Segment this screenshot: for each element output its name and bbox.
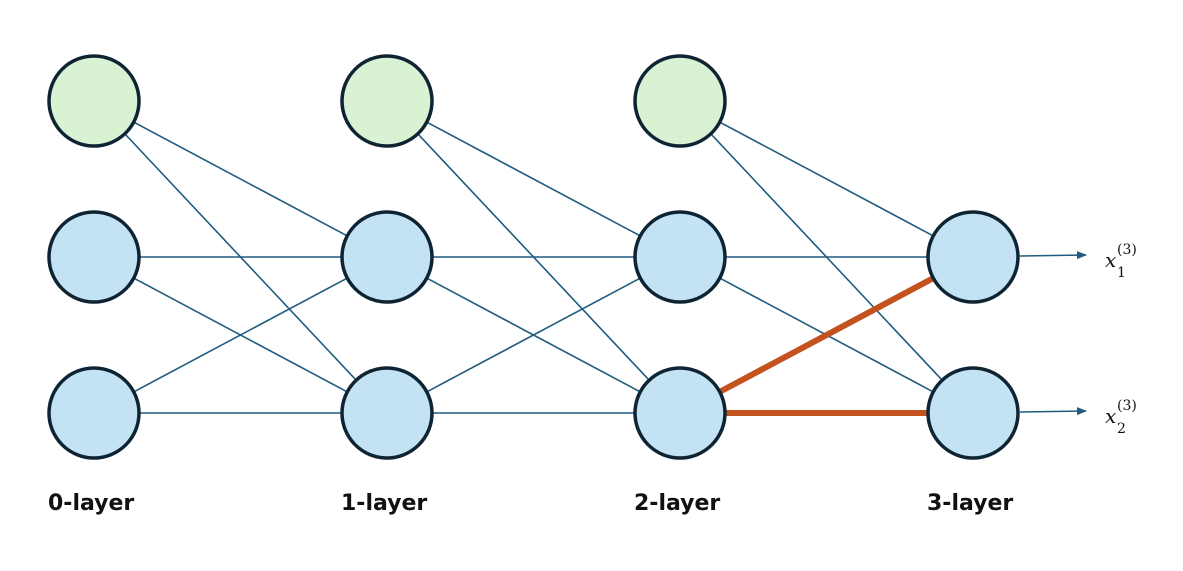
edge-1-0-to-2-1	[426, 121, 641, 237]
output-var: x	[1105, 248, 1116, 272]
neuron-node-3-1	[926, 366, 1020, 460]
output-var: x	[1105, 404, 1116, 428]
edge-0-2-to-1-1	[133, 277, 348, 393]
output-superscript: (3)	[1117, 398, 1137, 414]
output-arrow-2	[1019, 407, 1087, 416]
neuron-node-2-1	[633, 210, 727, 304]
highlighted-edge-2-2-to-3-0	[716, 275, 937, 395]
network-nodes	[47, 54, 1020, 460]
output-subscript: 1	[1117, 265, 1126, 281]
output-label-1: x1 (3)	[1105, 242, 1137, 281]
output-label-2: x2 (3)	[1105, 398, 1137, 437]
output-superscript: (3)	[1117, 242, 1137, 258]
neuron-node-1-2	[340, 366, 434, 460]
output-subscript: 2	[1117, 421, 1126, 437]
output-arrow-1	[1019, 251, 1087, 260]
layer-label-1: 1-layer	[341, 491, 427, 516]
connection-edges	[124, 121, 943, 414]
neuron-node-3-0	[926, 210, 1020, 304]
edge-0-0-to-1-1	[133, 121, 348, 237]
output-arrows: x1(3)x2(3)	[1019, 242, 1137, 437]
bias-node-0-0	[47, 54, 141, 148]
layer-labels: 0-layer 1-layer 2-layer 3-layer	[48, 491, 1013, 516]
edge-1-2-to-2-1	[426, 277, 641, 393]
neuron-node-0-1	[47, 210, 141, 304]
bias-node-1-0	[340, 54, 434, 148]
highlighted-edges	[716, 275, 937, 416]
layer-label-3: 3-layer	[927, 491, 1013, 516]
edge-2-0-to-3-0	[719, 121, 934, 237]
layer-label-0: 0-layer	[48, 491, 134, 516]
layer-label-2: 2-layer	[634, 491, 720, 516]
neuron-node-2-2	[633, 366, 727, 460]
neuron-node-0-2	[47, 366, 141, 460]
bias-node-2-0	[633, 54, 727, 148]
neuron-node-1-1	[340, 210, 434, 304]
